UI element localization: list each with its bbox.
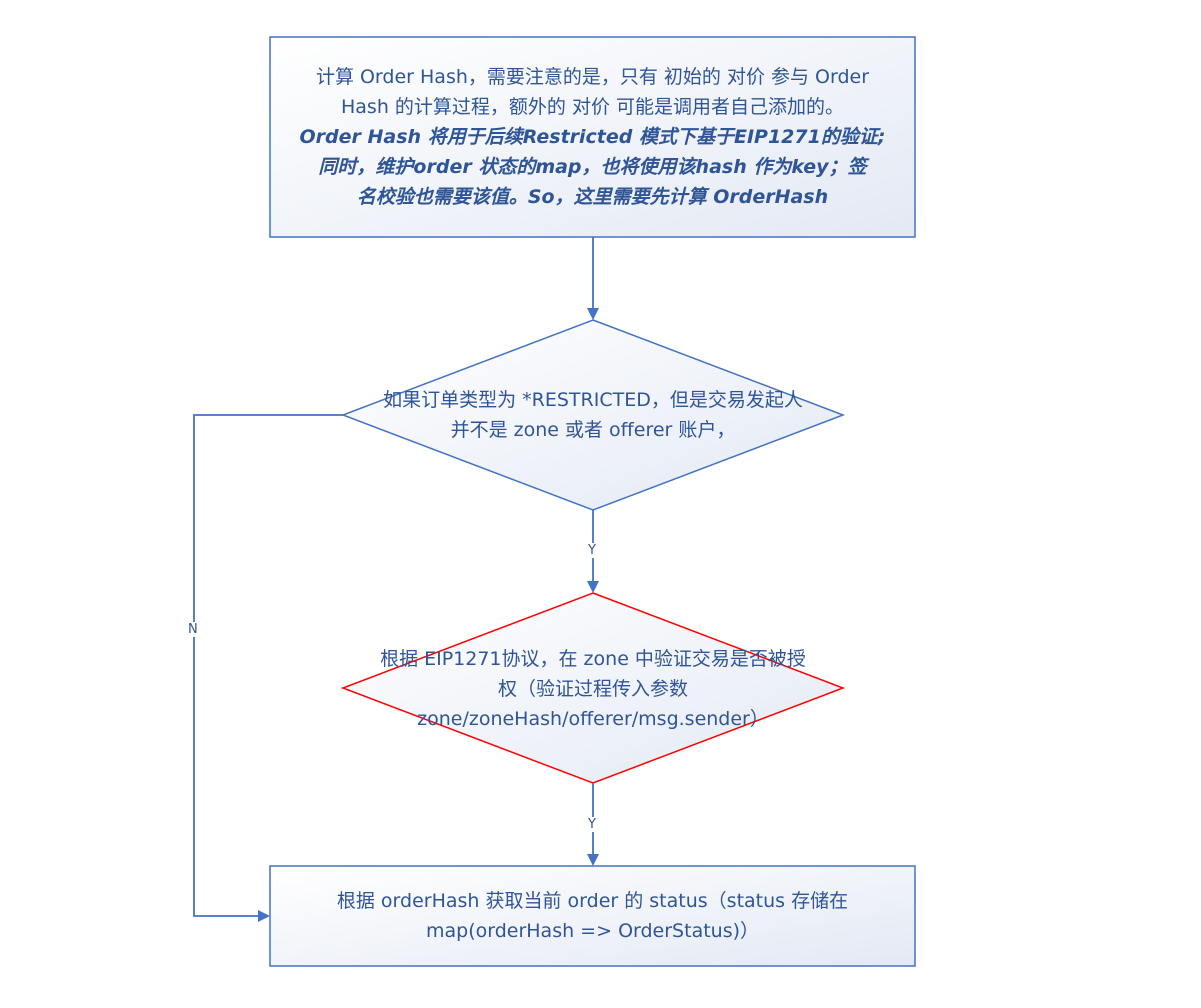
eip1271-check-text: 根据 EIP1271协议，在 zone 中验证交易是否被授 权（验证过程传入参数… xyxy=(343,644,843,734)
compute-hash-line-5: 名校验也需要该值。So，这里需要先计算 OrderHash xyxy=(356,186,829,208)
compute-hash-line-4: 同时，维护order 状态的map，也将使用该hash 作为key；签 xyxy=(318,156,867,178)
compute-hash-line-1: 计算 Order Hash，需要注意的是，只有 初始的 对价 参与 Order xyxy=(315,66,870,88)
edge-label-restricted-yes: Y xyxy=(587,543,597,558)
edge-label-eip1271-yes: Y xyxy=(587,817,597,832)
get-status-text: 根据 orderHash 获取当前 order 的 status（status … xyxy=(270,886,915,946)
restricted-check-text: 如果订单类型为 *RESTRICTED，但是交易发起人 并不是 zone 或者 … xyxy=(343,385,843,445)
edge-label-restricted-no: N xyxy=(187,622,199,637)
compute-hash-line-3: Order Hash 将用于后续Restricted 模式下基于EIP1271的… xyxy=(299,126,886,148)
compute-hash-text: 计算 Order Hash，需要注意的是，只有 初始的 对价 参与 Order … xyxy=(270,62,915,212)
connector-restricted-no-to-status xyxy=(193,414,343,922)
compute-hash-line-2: Hash 的计算过程，额外的 对价 可能是调用者自己添加的。 xyxy=(341,96,844,118)
compute-hash-box xyxy=(269,36,916,238)
eip1271-check-line-2: 权（验证过程传入参数 xyxy=(497,678,688,700)
eip1271-check-line-1: 根据 EIP1271协议，在 zone 中验证交易是否被授 xyxy=(380,648,806,670)
restricted-check-line-1: 如果订单类型为 *RESTRICTED，但是交易发起人 xyxy=(383,389,803,411)
get-status-box xyxy=(269,865,916,967)
get-status-line-1: 根据 orderHash 获取当前 order 的 status（status … xyxy=(336,890,849,912)
eip1271-check-line-3: zone/zoneHash/offerer/msg.sender） xyxy=(417,708,769,730)
get-status-line-2: map(orderHash => OrderStatus)） xyxy=(425,920,760,942)
restricted-check-line-2: 并不是 zone 或者 offerer 账户， xyxy=(450,419,736,441)
